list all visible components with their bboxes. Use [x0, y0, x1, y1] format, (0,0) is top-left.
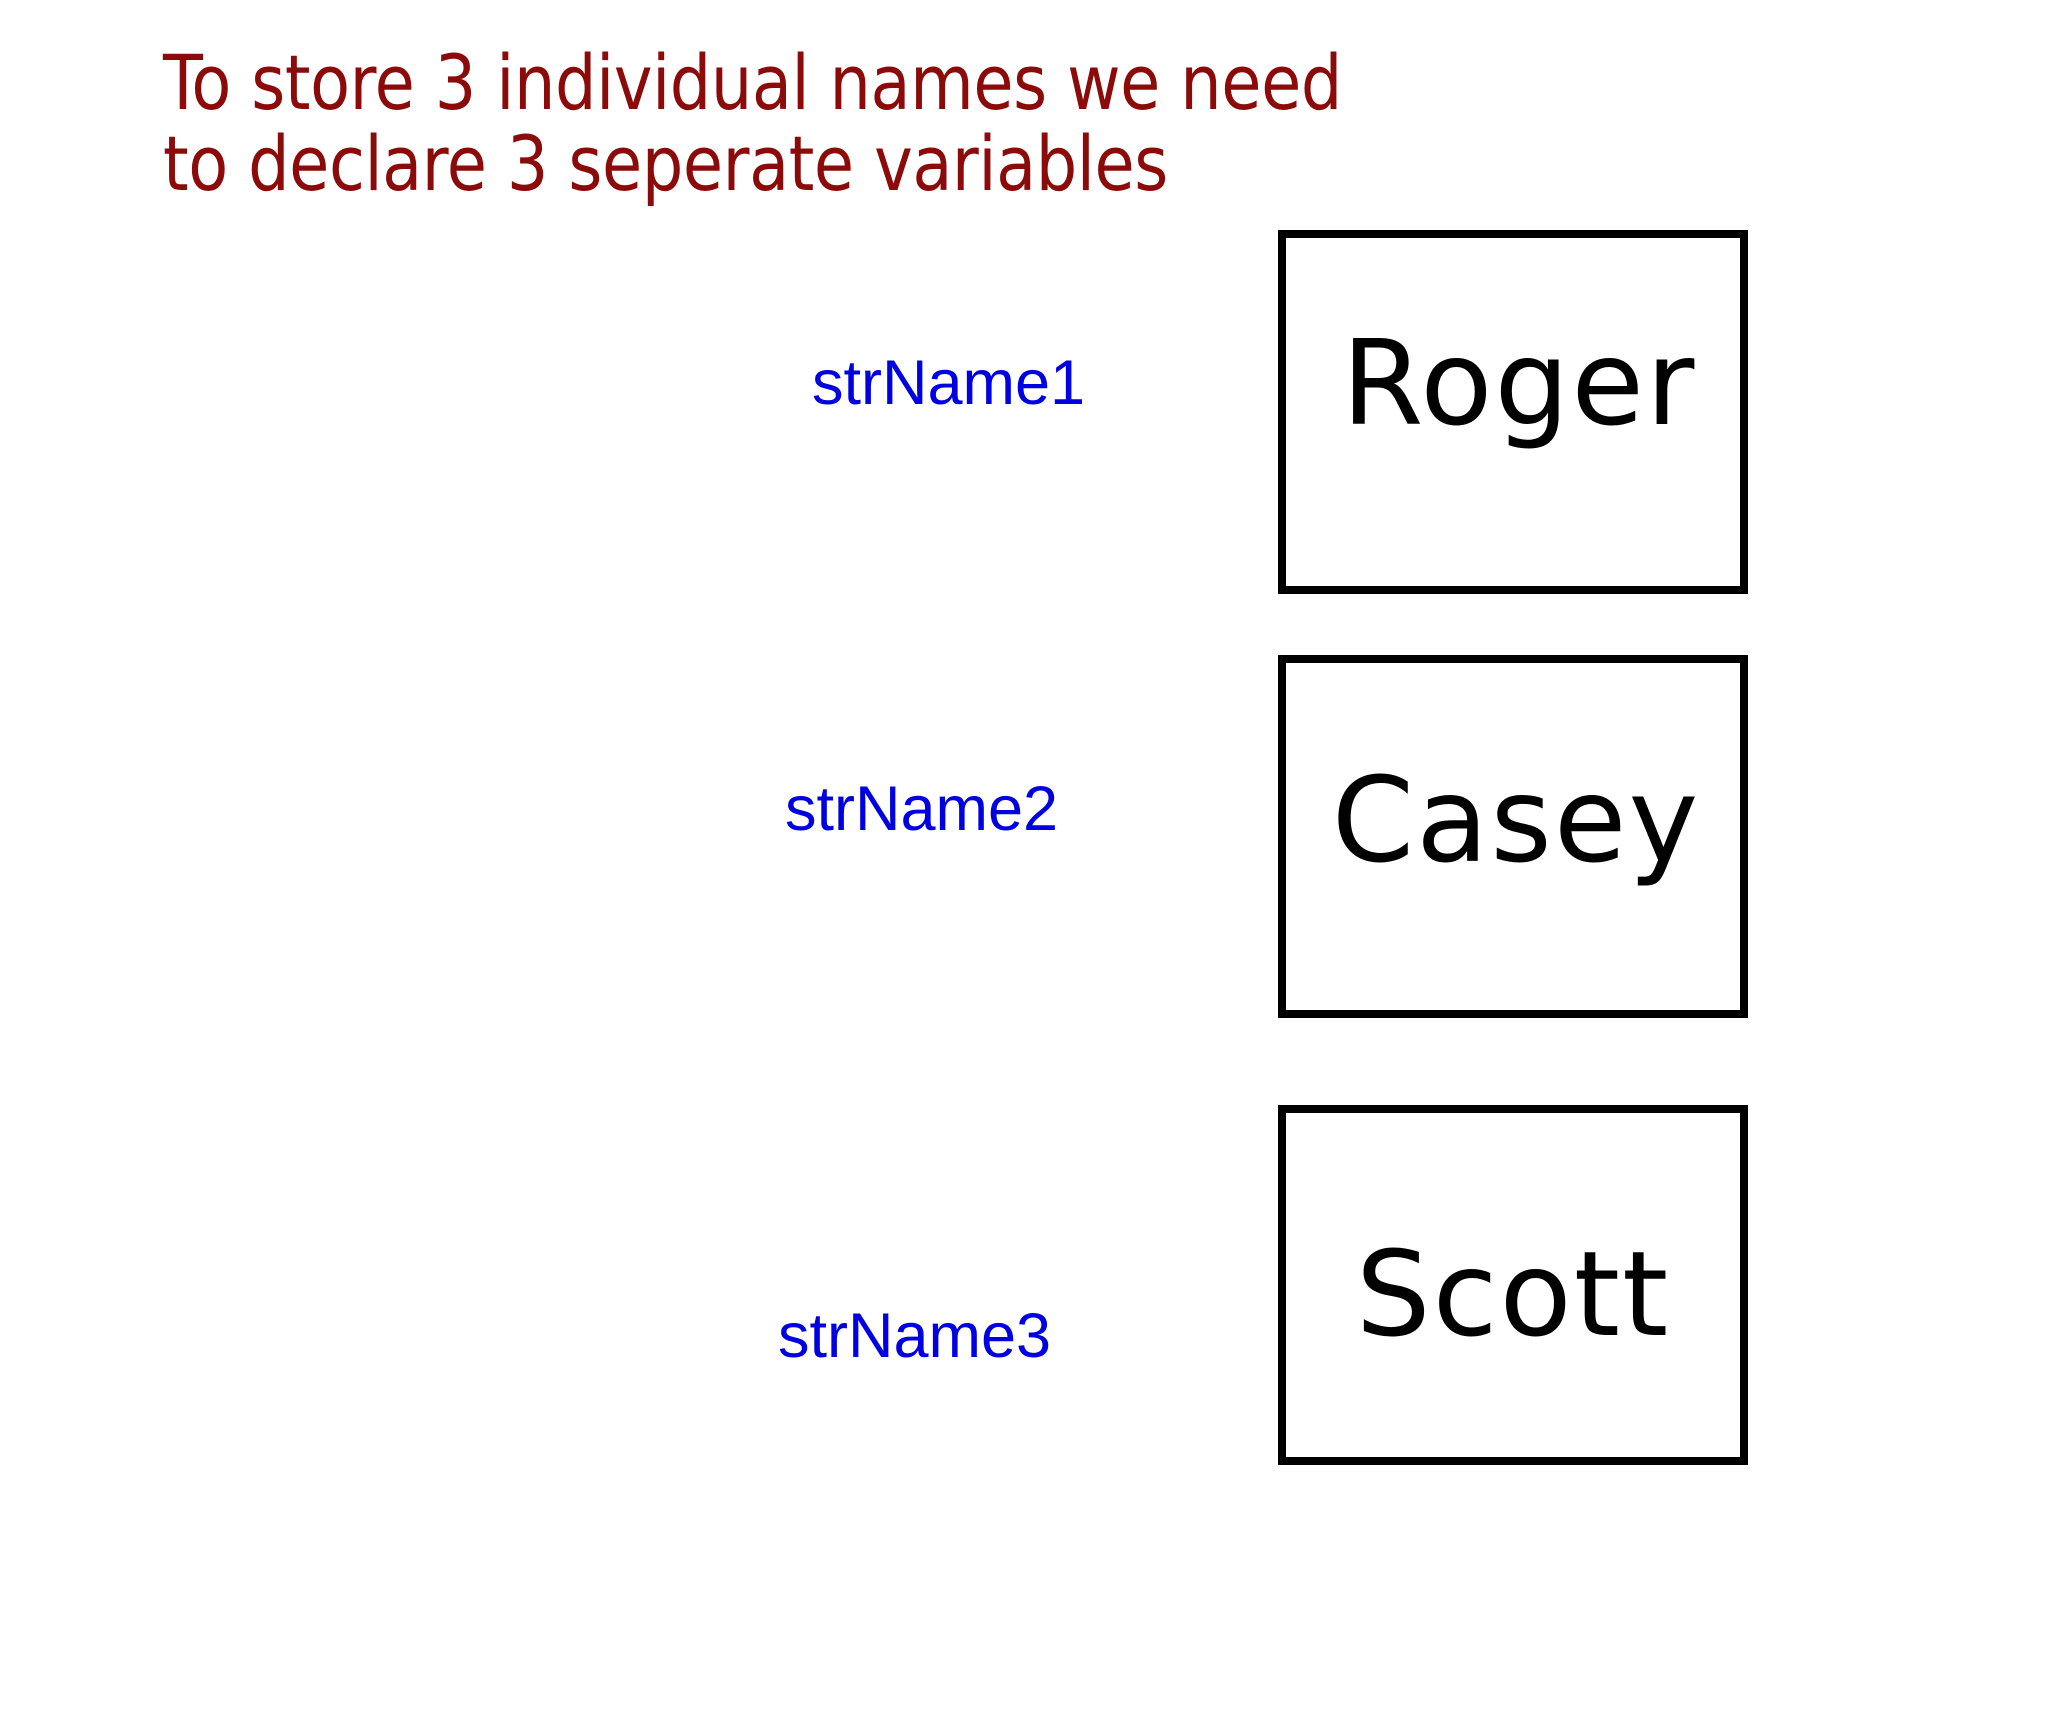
variable-label-strname3: strName3 [778, 1301, 1052, 1371]
variable-value-2: Casey [1331, 751, 1701, 889]
variable-box-3: Scott [1278, 1105, 1748, 1465]
variable-label-strname1: strName1 [812, 348, 1086, 418]
variable-box-2: Casey [1278, 655, 1748, 1018]
title-line-1: To store 3 individual names we need [163, 38, 1342, 127]
variable-box-1: Roger [1278, 230, 1748, 594]
page-title: To store 3 individual names we need to d… [163, 42, 1423, 205]
variable-label-strname2: strName2 [785, 774, 1059, 844]
variable-value-3: Scott [1355, 1225, 1671, 1363]
title-line-2: to declare 3 seperate variables [163, 119, 1168, 209]
variable-value-1: Roger [1341, 314, 1697, 452]
